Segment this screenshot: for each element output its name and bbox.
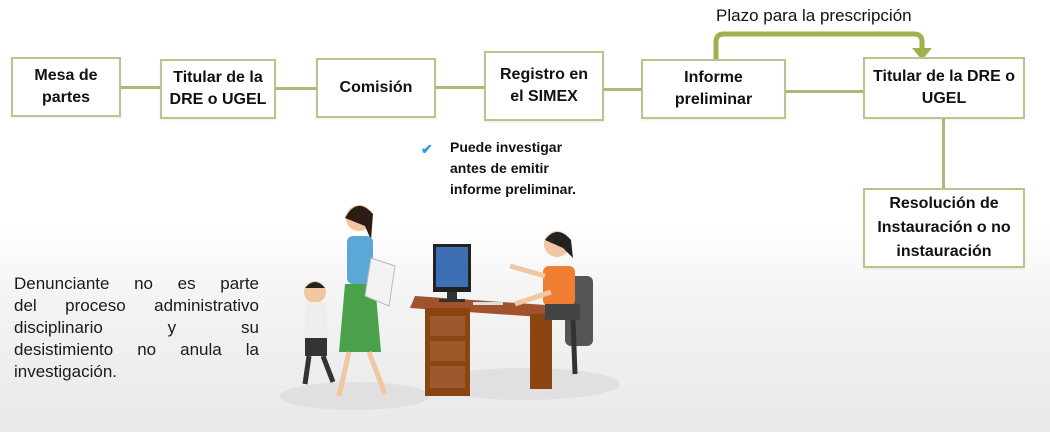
denunciante-note: Denunciante no es parte del proceso admi… [14, 273, 259, 383]
box-comision: Comisión [316, 58, 436, 118]
note-line: del proceso administrativo [14, 296, 259, 315]
connector-line [435, 86, 487, 89]
box-registro-simex: Registro en el SIMEX [484, 51, 604, 121]
investigate-note: Puede investigar antes de emitir informe… [450, 139, 577, 197]
box-titular-dre-ugel: Titular de la DRE o UGEL [160, 59, 276, 119]
connector-line [603, 88, 643, 91]
monitor-icon [433, 244, 503, 305]
box-resolucion: Resolución de Instauración o no instaura… [863, 188, 1025, 268]
standing-woman-icon [336, 205, 396, 397]
connector-line [120, 86, 162, 89]
note-line: disciplinario y su [14, 318, 259, 337]
box-label: Titular de la DRE o UGEL [169, 69, 267, 108]
box-label: Informe preliminar [674, 69, 753, 108]
box-informe-preliminar: Informe preliminar [641, 59, 786, 119]
child-icon [302, 281, 336, 385]
office-scene-icon [280, 205, 620, 410]
box-label: Comisión [339, 79, 413, 96]
seated-woman-icon [509, 231, 593, 375]
note-line: Denunciante no es parte [14, 274, 259, 293]
box-label: Resolución de Instauración o no instaura… [877, 195, 1011, 260]
connector-line [784, 90, 866, 93]
box-label: Registro en el SIMEX [499, 66, 588, 105]
note-line: investigación. [14, 362, 118, 381]
prescription-label: Plazo para la prescripción [716, 6, 912, 25]
box-mesa-de-partes: Mesa de partes [11, 57, 121, 117]
note-line: desistimiento no anula la [14, 340, 259, 359]
box-label: Mesa de partes [34, 67, 98, 106]
box-label: Titular de la DRE o UGEL [873, 68, 1015, 107]
connector-line [275, 87, 317, 90]
connector-line-vertical [942, 118, 945, 190]
box-titular-dre-ugel-final: Titular de la DRE o UGEL [863, 57, 1025, 119]
check-icon: ✔ [421, 141, 433, 157]
